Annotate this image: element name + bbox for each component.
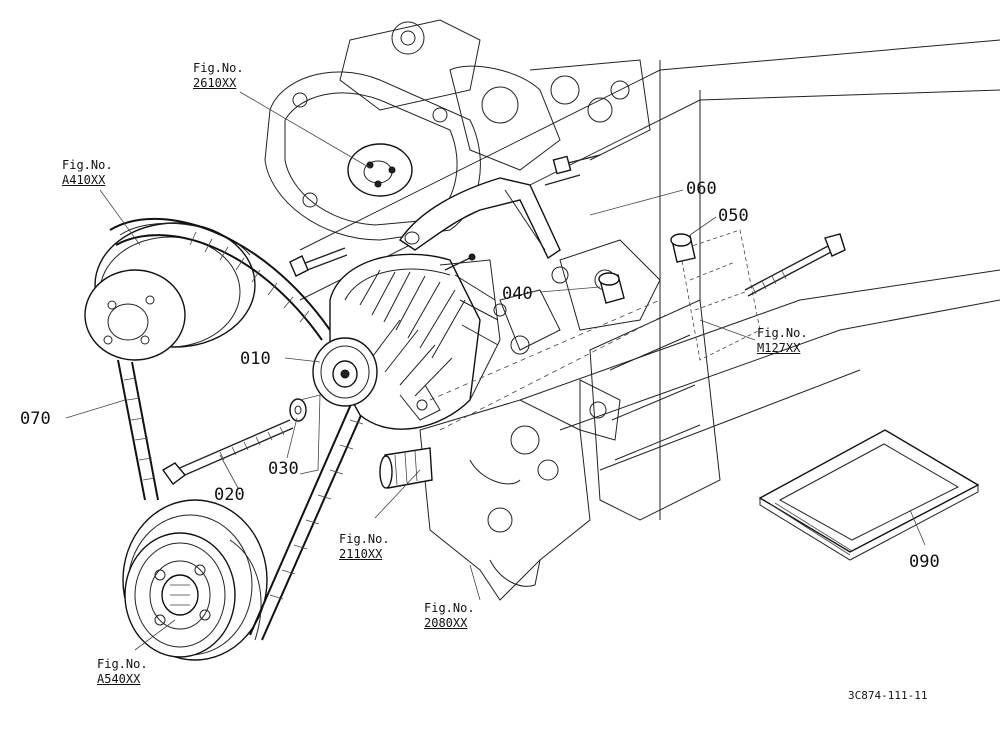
fig-ref-number: A540XX [97,672,141,686]
part-label-010[interactable]: 010 [240,349,271,369]
fig-ref-prefix: Fig.No. [757,326,808,340]
fig-ref-number: 2080XX [424,616,468,630]
fig-ref-number: 2610XX [193,76,237,90]
part-label-060[interactable]: 060 [686,179,717,199]
fig-ref-prefix: Fig.No. [97,657,148,671]
part-label-020[interactable]: 020 [214,485,245,505]
fig-ref-2610[interactable]: Fig.No. 2610XX [193,61,244,91]
part-label-090[interactable]: 090 [909,552,940,572]
fig-ref-m127[interactable]: Fig.No. M127XX [757,326,808,356]
part-label-030[interactable]: 030 [268,459,299,479]
fig-ref-a540[interactable]: Fig.No. A540XX [97,657,148,687]
fig-ref-number: M127XX [757,341,801,355]
pump-bolt [289,247,348,277]
fig-ref-prefix: Fig.No. [339,532,390,546]
bolt-020 [161,419,294,485]
part-label-070[interactable]: 070 [20,409,51,429]
idler-shaft [379,447,433,489]
part-label-040[interactable]: 040 [502,284,533,304]
fig-ref-prefix: Fig.No. [62,158,113,172]
fig-ref-number: A410XX [62,173,106,187]
fig-ref-a410[interactable]: Fig.No. A410XX [62,158,113,188]
long-bolt-m127 [744,233,846,297]
fan-pulley [84,222,256,361]
spacer-050 [670,233,696,263]
fig-ref-2110[interactable]: Fig.No. 2110XX [339,532,390,562]
drawing-code: 3C874-111-11 [848,689,928,702]
manual-booklet [758,429,980,561]
adjusting-bracket [399,177,561,260]
fig-ref-prefix: Fig.No. [193,61,244,75]
part-label-050[interactable]: 050 [718,206,749,226]
washer-030 [289,398,307,422]
fig-ref-2080[interactable]: Fig.No. 2080XX [424,601,475,631]
alternator [312,253,501,430]
v-belt [109,217,371,641]
fig-ref-prefix: Fig.No. [424,601,475,615]
leader-lines [65,91,926,651]
crank-pulley [122,499,268,661]
fig-ref-number: 2110XX [339,547,383,561]
spacer-040 [598,272,625,304]
